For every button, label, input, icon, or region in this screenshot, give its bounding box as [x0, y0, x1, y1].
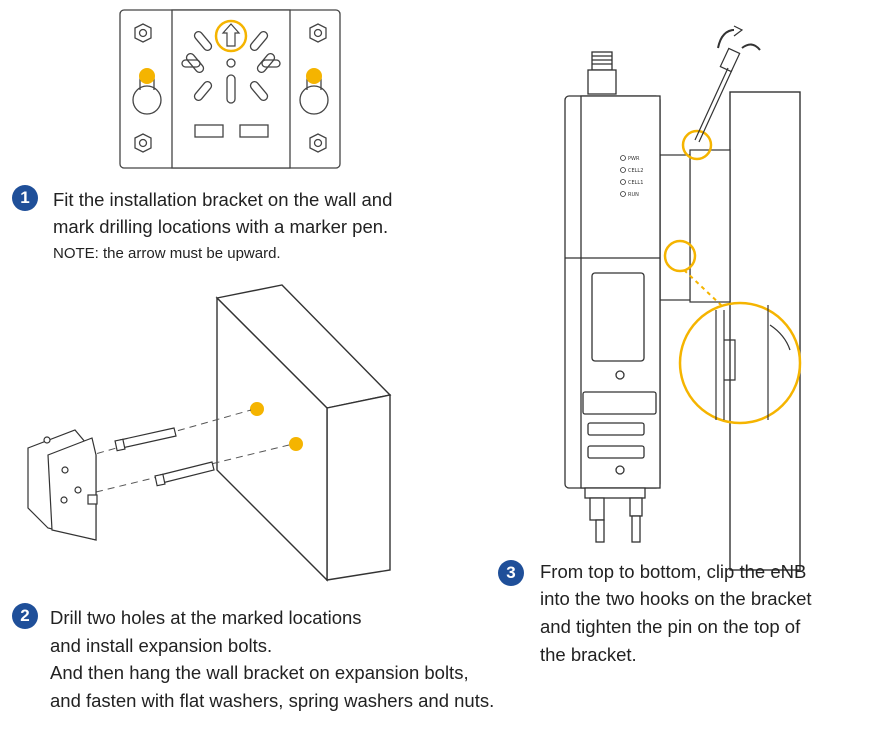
- mounting-wall: [729, 91, 801, 571]
- securing-pin-icon: [694, 25, 761, 143]
- drill-hole-dot: [289, 437, 303, 451]
- enb-device: [564, 51, 661, 543]
- led-label-cell1: CELL1: [628, 180, 643, 186]
- mounting-bracket: [119, 9, 341, 169]
- step-1-line-1: Fit the installation bracket on the wall…: [53, 189, 393, 210]
- step-3-line-1: From top to bottom, clip the eNB: [540, 561, 807, 582]
- expansion-bolt-icon: [114, 427, 215, 487]
- drill-mark-dot: [306, 68, 322, 84]
- drill-mark-dot: [139, 68, 155, 84]
- led-label-cell2: CELL2: [628, 168, 643, 174]
- step-3-line-2: into the two hooks on the bracket: [540, 588, 812, 609]
- step-2-line-2: and install expansion bolts.: [50, 635, 273, 656]
- step-2-badge: 2: [12, 603, 38, 629]
- step-1-line-2: mark drilling locations with a marker pe…: [53, 216, 389, 237]
- step-2-line-1: Drill two holes at the marked locations: [50, 607, 362, 628]
- led-label-pwr: PWR: [628, 156, 640, 162]
- status-leds: PWR CELL2 CELL1 RUN: [620, 155, 643, 198]
- step-1-badge: 1: [12, 185, 38, 211]
- drill-hole-dot: [250, 402, 264, 416]
- step-2-line-3: And then hang the wall bracket on expans…: [50, 662, 469, 683]
- bracket-nut-icon: [134, 23, 327, 153]
- step-2-line-4: and fasten with flat washers, spring was…: [50, 690, 495, 711]
- up-arrow-icon: [214, 19, 248, 53]
- step-3-line-3: and tighten the pin on the top of: [540, 616, 801, 637]
- zoom-pointer-line: [683, 269, 723, 307]
- wall-block: [215, 284, 392, 582]
- step-3-badge: 3: [498, 560, 524, 586]
- wall-bracket-side: [659, 149, 731, 303]
- hook-highlight: [663, 129, 802, 425]
- wall-bracket-perspective: [27, 429, 98, 541]
- led-label-run: RUN: [628, 192, 639, 198]
- hook-zoom-detail: [715, 305, 791, 420]
- step-3-line-4: the bracket.: [540, 644, 637, 665]
- step-1-note: NOTE: the arrow must be upward.: [53, 245, 281, 262]
